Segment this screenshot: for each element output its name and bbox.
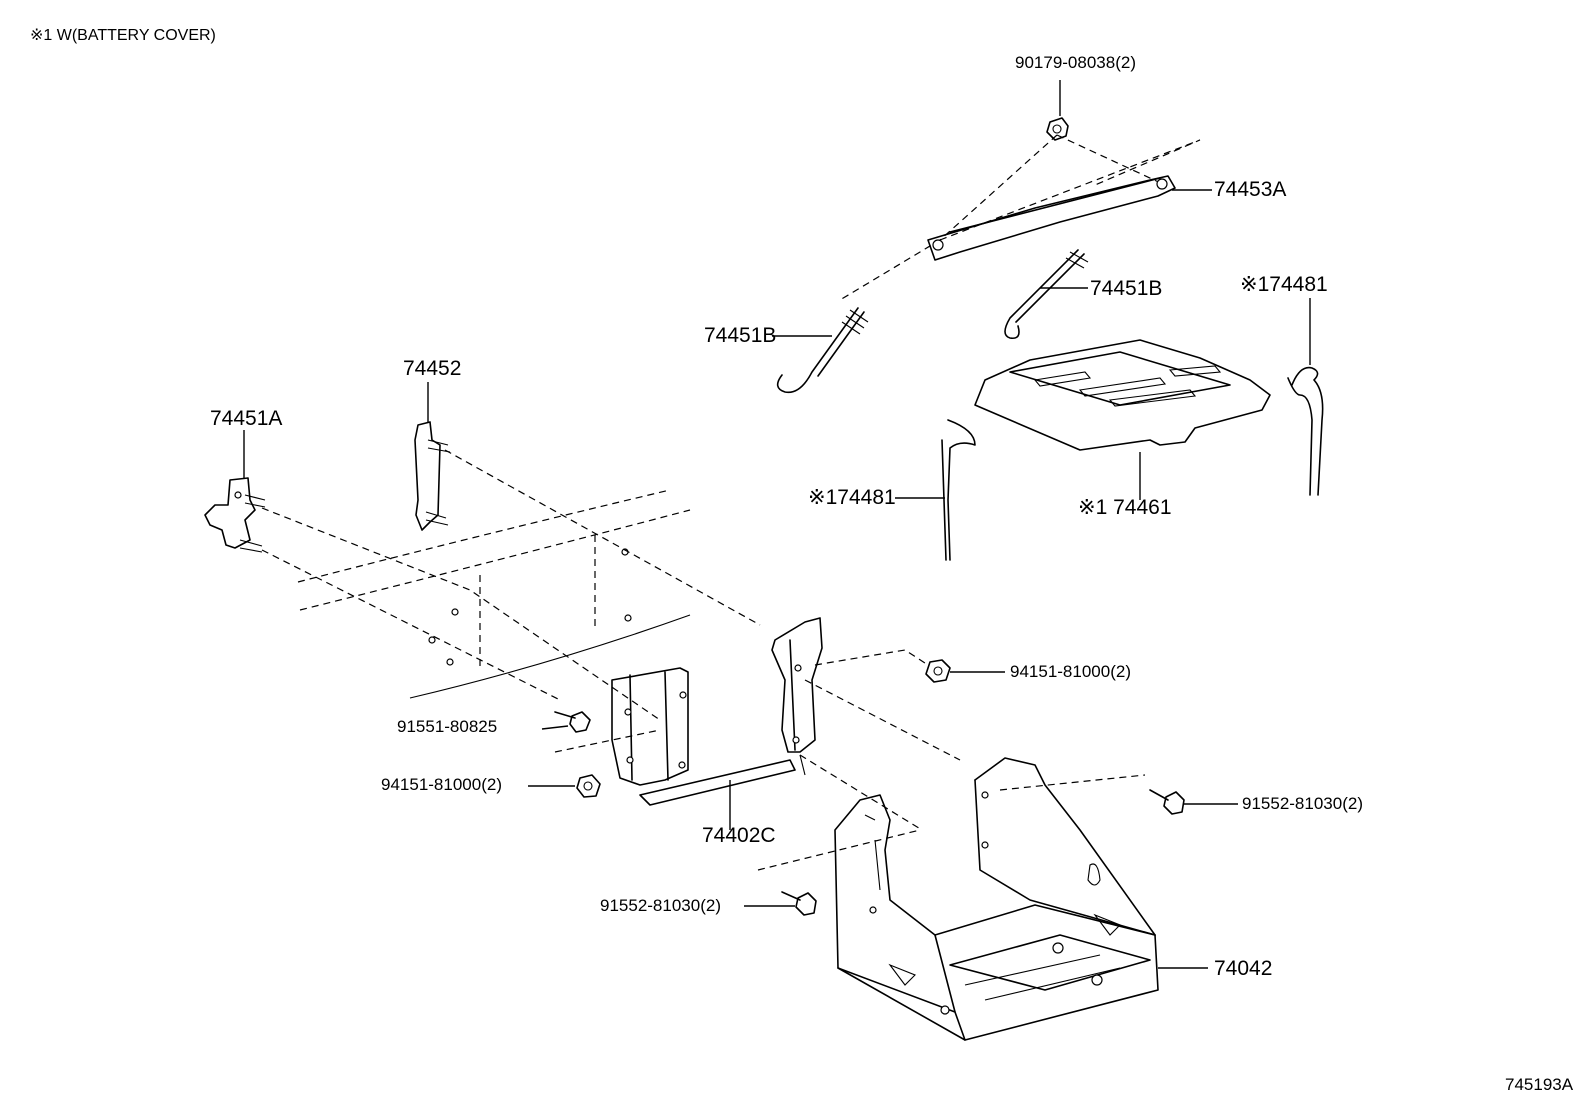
nut-94151-right: [925, 659, 1005, 683]
callout-94151-81000-right: 94151-81000(2): [1010, 662, 1131, 681]
callout-74451A: 74451A: [210, 407, 283, 430]
rod-74451B-right: [1004, 249, 1089, 340]
bracket-74402C: [611, 667, 796, 830]
callout-74451B-right: 74451B: [1090, 277, 1163, 300]
clamp-74453A: [927, 175, 1212, 261]
bolt-91551: [541, 711, 591, 733]
nut-90179: [1046, 80, 1069, 141]
strap-74481-left: [895, 419, 976, 561]
nut-94151-left: [528, 774, 601, 798]
assembly-lines: [261, 134, 1201, 871]
callout-91551-80825: 91551-80825: [397, 717, 498, 736]
frame-rail: [297, 489, 691, 699]
callout-74481-right: ※174481: [1240, 273, 1328, 296]
callout-74453A: 74453A: [1214, 178, 1287, 201]
callout-74461: ※1 74461: [1078, 496, 1172, 519]
tray-74042: [834, 757, 1208, 1041]
callout-91552-81030-left: 91552-81030(2): [600, 896, 721, 915]
callout-74042: 74042: [1214, 957, 1273, 980]
bracket-74451A: [204, 430, 266, 553]
callout-74481-left: ※174481: [808, 486, 896, 509]
callout-74451B-left: 74451B: [704, 324, 777, 347]
callout-91552-81030-right: 91552-81030(2): [1242, 794, 1363, 813]
callout-90179-08038: 90179-08038(2): [1015, 53, 1136, 72]
callout-74452: 74452: [403, 357, 462, 380]
bolt-91552-right: [1149, 789, 1238, 815]
bracket-74402C-tower: [771, 617, 823, 776]
footnote-battery-cover: ※1 W(BATTERY COVER): [30, 27, 216, 44]
bracket-74452: [414, 382, 451, 531]
cover-74461: [974, 339, 1271, 500]
callout-94151-81000-left: 94151-81000(2): [381, 775, 502, 794]
figure-id: 745193A: [1505, 1075, 1574, 1094]
callout-74402C: 74402C: [702, 824, 776, 847]
bolt-91552-left: [744, 891, 817, 916]
rod-74451B-left: [772, 307, 869, 394]
strap-74481-right: [1287, 298, 1324, 496]
